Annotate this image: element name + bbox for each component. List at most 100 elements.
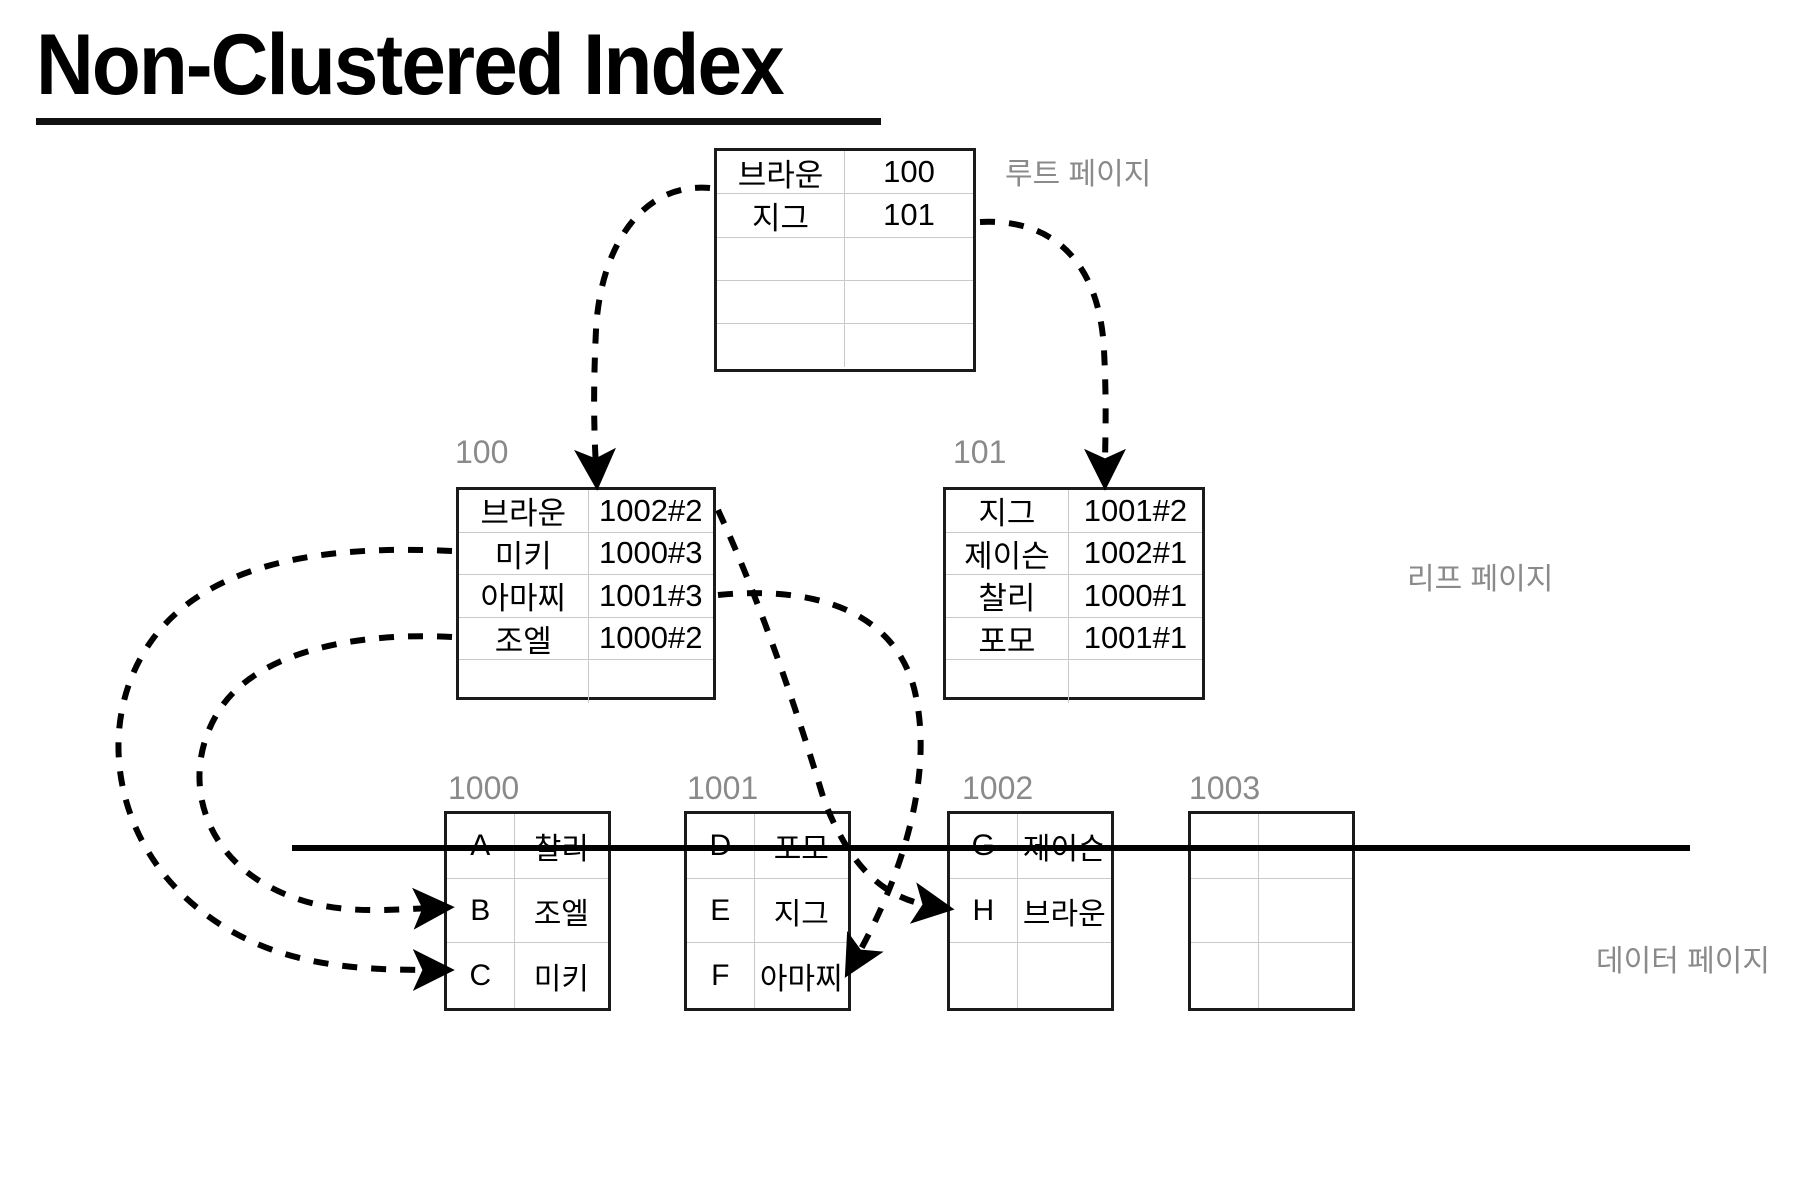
data-page-number-1002: 1002 bbox=[962, 770, 1034, 806]
root-pointer-cell bbox=[845, 324, 973, 367]
leaf-key-cell: 미키 bbox=[459, 532, 589, 574]
table-row: 미키 1000#3 bbox=[459, 532, 713, 575]
leaf-page-table-100: 브라운 1002#2 미키 1000#3 아마찌 1001#3 조엘 1000#… bbox=[456, 487, 716, 703]
root-page-table: 브라운 100 지그 101 bbox=[714, 148, 976, 372]
leaf-key-cell: 지그 bbox=[946, 490, 1069, 532]
leaf-pointer-cell: 1000#1 bbox=[1083, 577, 1188, 613]
leaf-pointer-cell: 1001#3 bbox=[599, 577, 703, 613]
data-slot-cell: E bbox=[687, 878, 755, 943]
data-slot-cell: F bbox=[687, 943, 755, 1009]
data-name-cell: 포모 bbox=[773, 832, 829, 866]
root-pointer-cell bbox=[845, 281, 973, 323]
data-slot-cell bbox=[1191, 943, 1259, 1009]
root-page-label: 루트 페이지 bbox=[1005, 158, 1152, 191]
root-pointer-cell bbox=[845, 238, 973, 280]
table-row bbox=[950, 943, 1111, 1009]
data-slot-cell: B bbox=[447, 878, 515, 943]
leaf-pointer-cell: 1000#2 bbox=[599, 620, 703, 656]
data-page-table-1000: A 찰리 B 조엘 C 미키 bbox=[444, 811, 611, 1011]
arrow-root-to-leaf-101 bbox=[979, 218, 1127, 491]
table-row bbox=[459, 660, 713, 703]
leaf-key-cell: 포모 bbox=[946, 617, 1069, 659]
data-page-number-1003: 1003 bbox=[1189, 770, 1261, 806]
table-row bbox=[1191, 943, 1352, 1009]
data-slot-cell bbox=[950, 943, 1018, 1009]
table-row: C 미키 bbox=[447, 943, 608, 1009]
data-slot-cell: A bbox=[447, 814, 515, 878]
leaf-pointer-cell: 1002#1 bbox=[1083, 535, 1188, 571]
table-row: B 조엘 bbox=[447, 878, 608, 944]
data-slot-cell: D bbox=[687, 814, 755, 878]
data-name-cell: 브라운 bbox=[1022, 897, 1106, 931]
data-slot-cell: G bbox=[950, 814, 1018, 878]
data-page-table-1003 bbox=[1188, 811, 1355, 1011]
leaf-pointer-cell: 1002#2 bbox=[599, 492, 703, 528]
table-row: 지그 101 bbox=[717, 194, 973, 238]
data-page-number-1000: 1000 bbox=[448, 770, 520, 806]
data-slot-cell: H bbox=[950, 878, 1018, 943]
data-name-cell: 지그 bbox=[773, 897, 829, 931]
leaf-pointer-cell bbox=[1069, 660, 1202, 703]
table-row: D 포모 bbox=[687, 814, 848, 879]
data-name-cell bbox=[1018, 943, 1111, 1008]
table-row bbox=[717, 237, 973, 281]
data-slot-cell bbox=[1191, 878, 1259, 943]
leaf-key-cell: 브라운 bbox=[459, 490, 589, 532]
table-row bbox=[946, 660, 1202, 703]
data-page-number-1001: 1001 bbox=[687, 770, 759, 806]
table-row: 찰리 1000#1 bbox=[946, 575, 1202, 618]
table-row: 지그 1001#2 bbox=[946, 490, 1202, 533]
table-row: H 브라운 bbox=[950, 878, 1111, 944]
table-row: 브라운 100 bbox=[717, 151, 973, 195]
data-page-table-1001: D 포모 E 지그 F 아마찌 bbox=[684, 811, 851, 1011]
table-row: 포모 1001#1 bbox=[946, 617, 1202, 660]
table-row bbox=[717, 324, 973, 368]
title-underline-rule bbox=[36, 117, 881, 125]
root-pointer-cell: 101 bbox=[883, 197, 935, 233]
leaf-key-cell bbox=[946, 660, 1069, 703]
leaf-page-number-101: 101 bbox=[953, 434, 1007, 470]
data-name-cell: 제이슨 bbox=[1022, 832, 1106, 866]
root-pointer-cell: 100 bbox=[883, 154, 935, 190]
leaf-page-table-101: 지그 1001#2 제이슨 1002#1 찰리 1000#1 포모 1001#1 bbox=[943, 487, 1205, 703]
leaf-pointer-cell bbox=[589, 660, 713, 703]
table-row: E 지그 bbox=[687, 878, 848, 944]
table-row: 아마찌 1001#3 bbox=[459, 575, 713, 618]
root-key-cell bbox=[717, 237, 845, 280]
data-name-cell bbox=[1259, 814, 1352, 878]
data-name-cell bbox=[1259, 879, 1352, 943]
data-page-label: 데이터 페이지 bbox=[1596, 945, 1770, 978]
arrow-leaf100-miki-to-data1000-c bbox=[115, 546, 455, 991]
data-slot-cell bbox=[1191, 814, 1259, 878]
leaf-key-cell: 조엘 bbox=[459, 617, 589, 659]
root-key-cell bbox=[717, 280, 845, 324]
leaf-key-cell: 아마찌 bbox=[459, 575, 589, 617]
page-title-block: Non-Clustered Index bbox=[36, 21, 1026, 125]
root-key-cell: 지그 bbox=[717, 194, 845, 237]
data-name-cell: 미키 bbox=[533, 962, 589, 996]
table-row: 제이슨 1002#1 bbox=[946, 532, 1202, 575]
data-name-cell bbox=[1259, 943, 1352, 1008]
arrow-root-to-leaf-100 bbox=[574, 184, 711, 491]
data-slot-cell: C bbox=[447, 943, 515, 1009]
table-row bbox=[1191, 878, 1352, 944]
leaf-page-label: 리프 페이지 bbox=[1407, 563, 1554, 596]
data-page-table-1002: G 제이슨 H 브라운 bbox=[947, 811, 1114, 1011]
leaf-pointer-cell: 1000#3 bbox=[599, 535, 703, 571]
root-key-cell bbox=[717, 324, 845, 368]
leaf-pointer-cell: 1001#2 bbox=[1083, 492, 1188, 528]
data-name-cell: 조엘 bbox=[533, 897, 589, 931]
table-row: G 제이슨 bbox=[950, 814, 1111, 879]
leaf-key-cell: 제이슨 bbox=[946, 532, 1069, 574]
table-row bbox=[1191, 814, 1352, 879]
table-row: F 아마찌 bbox=[687, 943, 848, 1009]
leaf-page-number-100: 100 bbox=[455, 434, 509, 470]
table-row: A 찰리 bbox=[447, 814, 608, 879]
table-row: 조엘 1000#2 bbox=[459, 617, 713, 660]
leaf-pointer-cell: 1001#1 bbox=[1083, 620, 1188, 656]
data-name-cell: 아마찌 bbox=[759, 962, 843, 996]
leaf-key-cell bbox=[459, 660, 589, 703]
root-key-cell: 브라운 bbox=[717, 151, 845, 194]
table-row bbox=[717, 280, 973, 325]
